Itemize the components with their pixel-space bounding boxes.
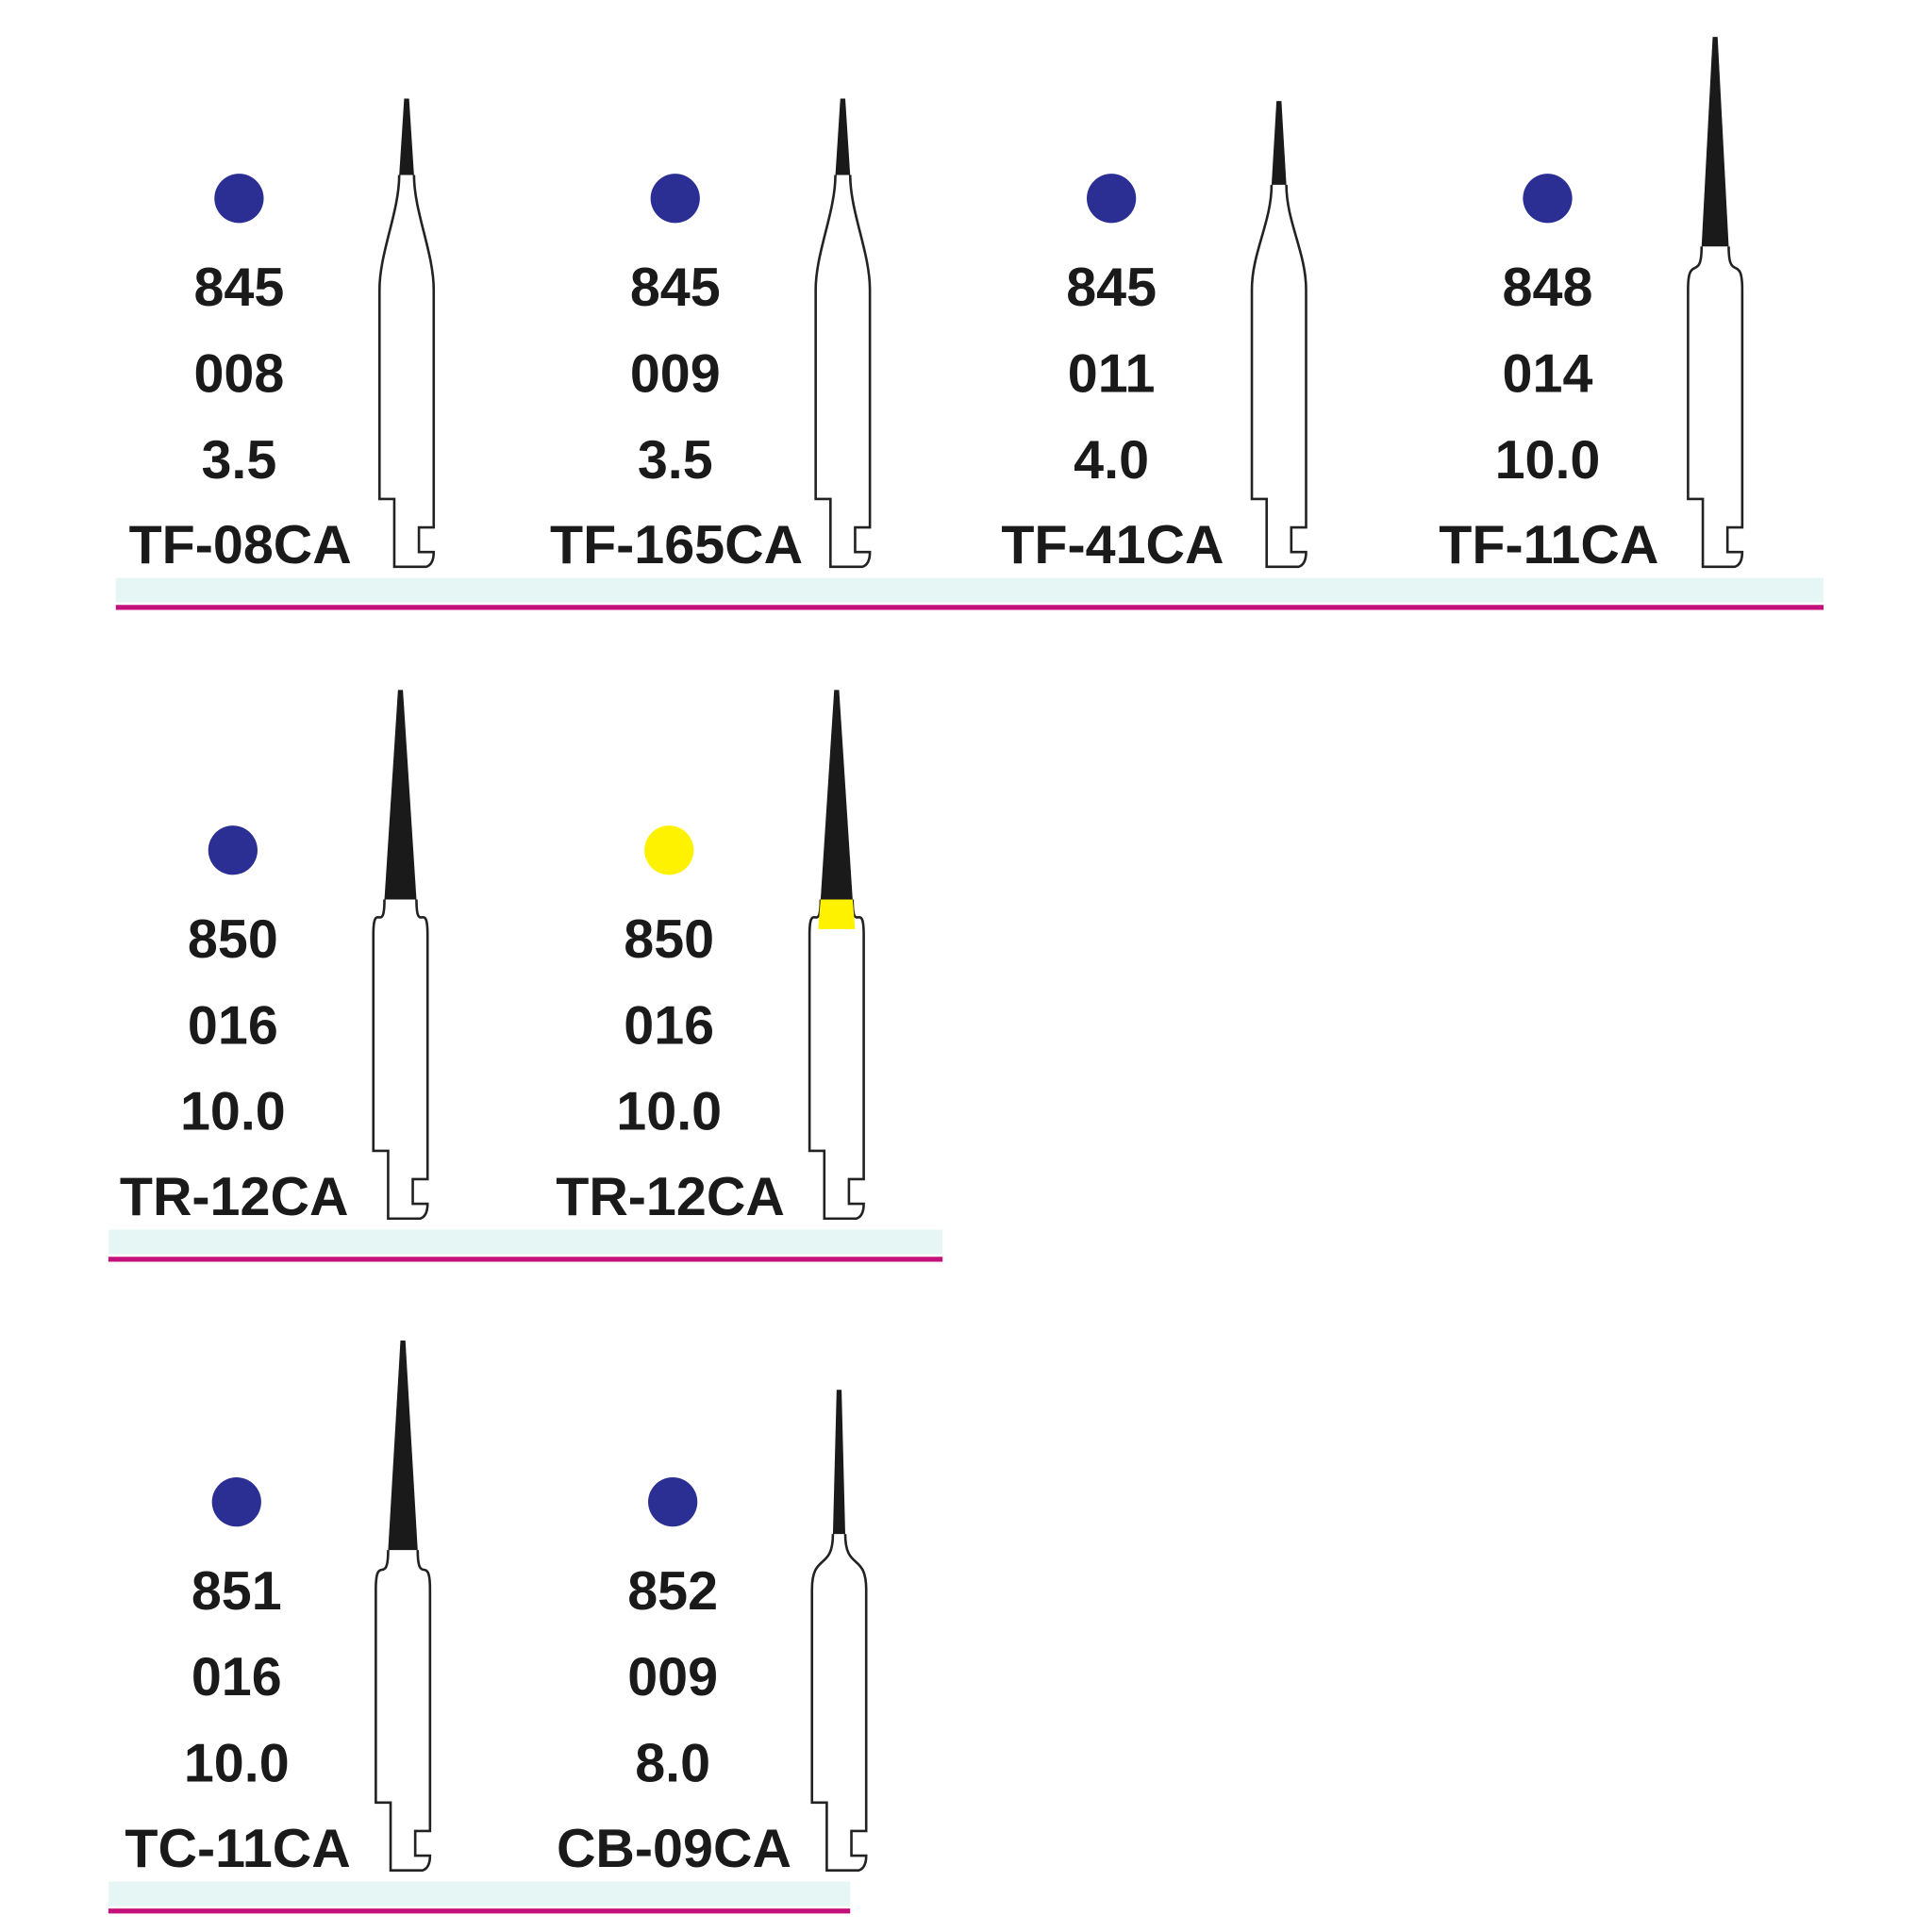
- bur-drawing: [1250, 101, 1307, 569]
- bur-drawing: [814, 98, 872, 569]
- size-number: 014: [1503, 343, 1593, 404]
- bur-row: 845 008 3.5TF-08CA 845 009 3.5TF-165CA 845 011 4…: [115, 37, 1824, 610]
- bur-drawing: [377, 98, 436, 569]
- product-code: CB-09CA: [557, 1819, 791, 1879]
- bur-drawing: [808, 690, 865, 1221]
- color-ring-dot: [1087, 174, 1137, 224]
- bur-item: 845 008 3.5TF-08CA: [129, 98, 436, 575]
- size-number: 016: [188, 995, 278, 1056]
- bur-shank: [372, 899, 429, 1221]
- color-ring-dot: [214, 174, 264, 224]
- color-ring-dot: [648, 1477, 698, 1527]
- product-code: TR-12CA: [556, 1167, 785, 1227]
- bur-shank: [375, 1550, 432, 1872]
- color-ring-dot: [211, 1477, 261, 1527]
- bur-head: [388, 1341, 418, 1551]
- bur-head: [835, 98, 851, 175]
- product-code: TF-08CA: [129, 515, 352, 575]
- size-number: 016: [192, 1647, 282, 1707]
- shape-number: 845: [193, 258, 284, 318]
- bur-shank: [810, 1534, 868, 1872]
- color-ring-dot: [1523, 174, 1573, 224]
- bur-item: 852 009 8.0CB-09CA: [557, 1390, 868, 1879]
- bur-drawing: [372, 690, 429, 1221]
- length-value: 10.0: [180, 1082, 286, 1142]
- size-number: 009: [627, 1647, 718, 1707]
- bur-row: 850 016 10.0TR-12CA 850 016 10.0TR-12CA: [108, 690, 943, 1262]
- bur-head: [384, 690, 417, 900]
- product-code: TC-11CA: [125, 1819, 350, 1879]
- bur-shank: [814, 175, 872, 569]
- product-code: TF-41CA: [1001, 515, 1224, 575]
- bur-shank: [377, 175, 436, 569]
- shape-number: 852: [627, 1561, 718, 1622]
- length-value: 8.0: [635, 1734, 710, 1794]
- bur-row: 851 016 10.0TC-11CA 852 009 8.0CB-09CA: [108, 1341, 868, 1914]
- size-number: 011: [1068, 343, 1156, 404]
- length-value: 10.0: [184, 1734, 290, 1794]
- shape-number: 851: [192, 1561, 282, 1622]
- bur-item: 850 016 10.0TR-12CA: [556, 690, 865, 1227]
- length-value: 10.0: [1495, 430, 1601, 491]
- shape-number: 850: [188, 909, 278, 970]
- separator-glow: [108, 1881, 851, 1907]
- length-value: 10.0: [616, 1082, 722, 1142]
- bur-head: [832, 1390, 845, 1535]
- yellow-band: [818, 899, 856, 929]
- bur-shank: [1687, 246, 1744, 569]
- size-number: 009: [630, 343, 721, 404]
- bur-head: [399, 98, 414, 175]
- bur-shank: [808, 899, 865, 1221]
- bur-item: 851 016 10.0TC-11CA: [125, 1341, 432, 1879]
- shape-number: 850: [624, 909, 714, 970]
- length-value: 3.5: [201, 430, 276, 491]
- bur-item: 845 011 4.0TF-41CA: [1001, 101, 1307, 575]
- bur-drawing: [375, 1341, 432, 1872]
- bur-drawing: [1687, 37, 1744, 569]
- bur-head: [1701, 37, 1729, 247]
- separator-glow: [115, 577, 1824, 603]
- color-ring-dot: [208, 825, 258, 875]
- product-code: TF-11CA: [1439, 515, 1658, 575]
- shape-number: 845: [630, 258, 721, 318]
- product-code: TF-165CA: [550, 515, 803, 575]
- size-number: 016: [624, 995, 714, 1056]
- length-value: 3.5: [638, 430, 713, 491]
- color-ring-dot: [650, 174, 700, 224]
- product-code: TR-12CA: [120, 1167, 349, 1227]
- bur-drawing: [810, 1390, 868, 1872]
- shape-number: 848: [1503, 258, 1593, 318]
- length-value: 4.0: [1074, 430, 1149, 491]
- bur-item: 848 014 10.0TF-11CA: [1439, 37, 1744, 575]
- bur-head: [820, 690, 853, 900]
- bur-item: 850 016 10.0TR-12CA: [120, 690, 429, 1227]
- shape-number: 845: [1066, 258, 1157, 318]
- bur-head: [1271, 101, 1287, 185]
- bur-item: 845 009 3.5TF-165CA: [550, 98, 872, 575]
- color-ring-dot: [644, 825, 694, 875]
- separator-glow: [108, 1229, 943, 1255]
- bur-shank: [1250, 184, 1307, 569]
- size-number: 008: [193, 343, 284, 404]
